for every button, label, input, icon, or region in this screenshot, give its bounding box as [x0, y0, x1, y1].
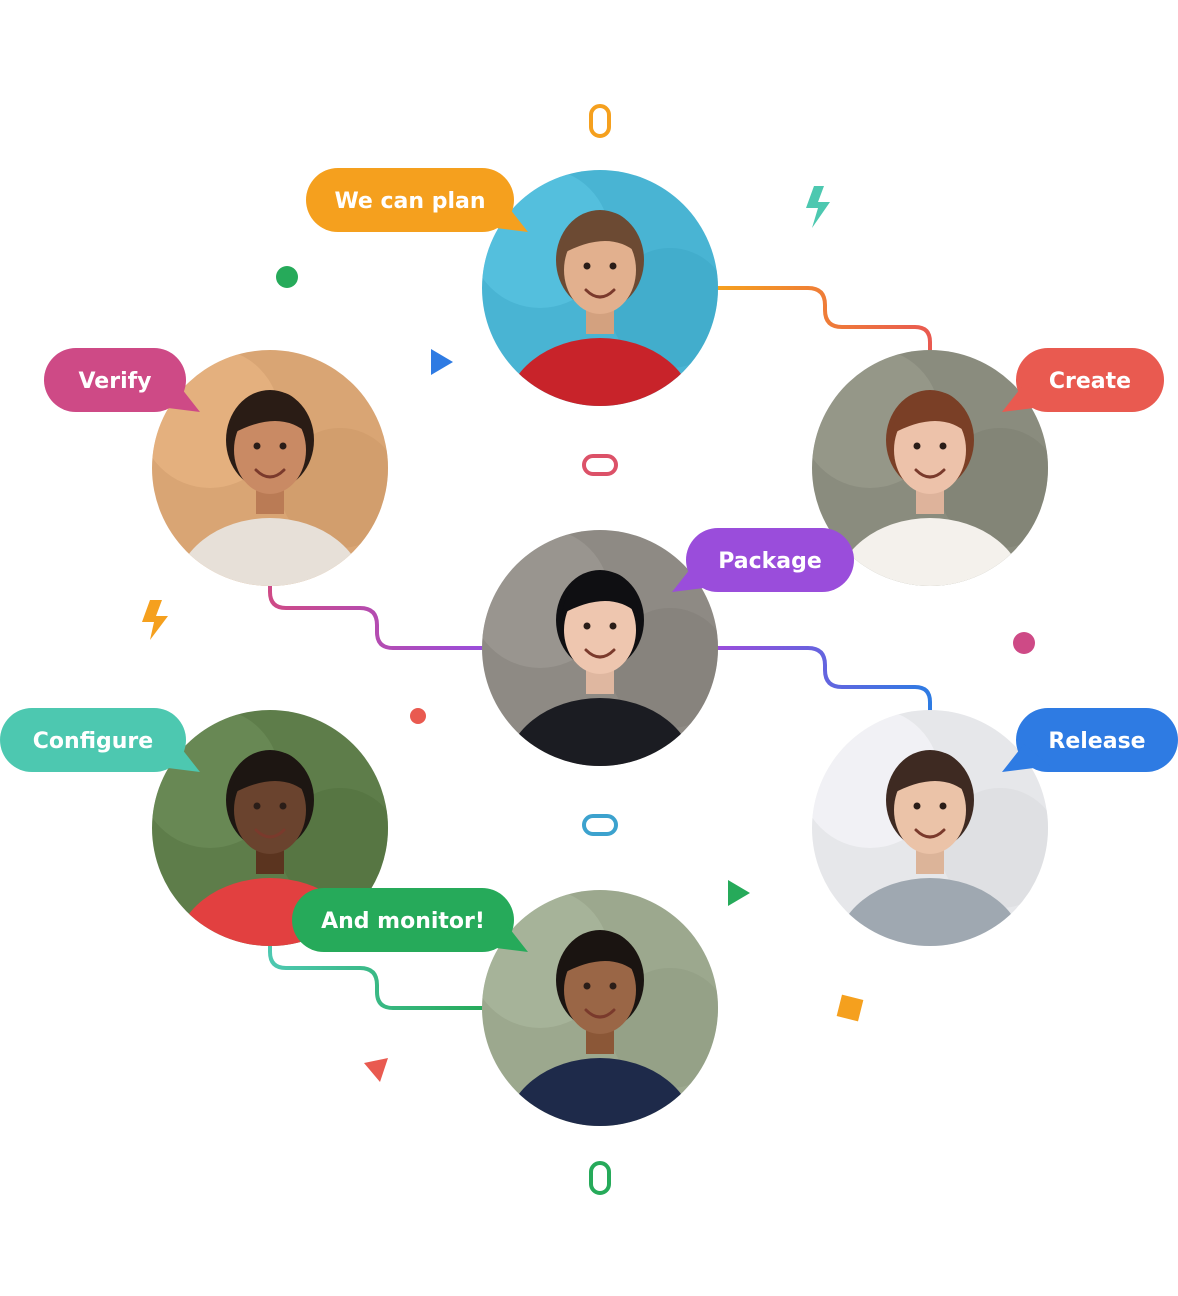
person-smile [584, 648, 616, 659]
person-eye [253, 802, 261, 810]
link-connector-icon [589, 1161, 611, 1195]
triangle-icon [728, 880, 750, 906]
bubble-label-monitor: And monitor! [321, 909, 485, 934]
link-connector-icon [582, 814, 618, 836]
lightning-icon [142, 600, 168, 640]
person-eye [279, 442, 287, 450]
person-eye [253, 442, 261, 450]
bubble-body [306, 168, 514, 232]
bubble-tail [152, 384, 200, 412]
bubble-tail [152, 744, 200, 772]
person-eye [609, 622, 617, 630]
dot-icon [410, 708, 426, 724]
person-hair-top [232, 391, 308, 434]
person-hair-top [892, 391, 968, 434]
bubble-label-verify: Verify [78, 369, 151, 394]
person-face [234, 766, 306, 854]
person-face [564, 226, 636, 314]
bubble-label-plan: We can plan [334, 189, 485, 214]
line-package-release [716, 646, 932, 714]
speech-bubble-release: Release [1002, 708, 1178, 772]
person-eye [939, 442, 947, 450]
bubble-tail [1002, 744, 1050, 772]
person-shirt [175, 518, 365, 586]
person-eye [609, 982, 617, 990]
line-plan-create [716, 286, 932, 354]
bubble-label-release: Release [1048, 729, 1145, 754]
person-face [894, 766, 966, 854]
bubble-tail [480, 204, 528, 232]
decorations [142, 186, 1035, 1082]
bubble-label-configure: Configure [33, 729, 153, 754]
person-hair-top [562, 931, 638, 974]
speech-bubble-plan: We can plan [306, 168, 528, 232]
bubble-tail [1002, 384, 1050, 412]
bubble-body [686, 528, 854, 592]
person-eye [279, 802, 287, 810]
person-smile [254, 468, 286, 479]
line-verify-package [268, 583, 484, 650]
person-smile [584, 1008, 616, 1019]
link-connector-icon [582, 454, 618, 476]
people-avatars [152, 170, 1048, 1126]
person-shirt [505, 698, 695, 766]
dot-icon [276, 266, 298, 288]
person-shirt [505, 338, 695, 406]
bubble-label-package: Package [718, 549, 822, 574]
dot-icon [1013, 632, 1035, 654]
person-eye [913, 802, 921, 810]
person-shirt [835, 878, 1025, 946]
person-eye [609, 262, 617, 270]
bubble-body [44, 348, 186, 412]
person-smile [584, 288, 616, 299]
avatar-monitor [482, 890, 718, 1126]
person-face [564, 946, 636, 1034]
speech-bubble-create: Create [1002, 348, 1164, 412]
speech-bubble-verify: Verify [44, 348, 200, 412]
person-shirt [835, 518, 1025, 586]
person-eye [583, 982, 591, 990]
avatar-verify [152, 350, 388, 586]
person-face [894, 406, 966, 494]
person-shirt [505, 1058, 695, 1126]
line-configure-monitor [268, 943, 484, 1010]
person-hair-top [562, 211, 638, 254]
person-hair-top [232, 751, 308, 794]
connector-capsules [582, 104, 618, 1195]
person-smile [254, 828, 286, 839]
person-eye [583, 622, 591, 630]
link-connector-icon [589, 104, 611, 138]
person-smile [914, 828, 946, 839]
person-smile [914, 468, 946, 479]
bubble-tail [672, 564, 720, 592]
triangle-icon [364, 1058, 388, 1082]
person-eye [583, 262, 591, 270]
bubble-body [292, 888, 514, 952]
triangle-icon [431, 349, 453, 375]
speech-bubble-package: Package [672, 528, 854, 592]
lightning-icon [806, 186, 830, 228]
bubble-tail [480, 924, 528, 952]
person-hair-top [562, 571, 638, 614]
person-face [564, 586, 636, 674]
person-hair-top [892, 751, 968, 794]
person-face [234, 406, 306, 494]
speech-bubble-monitor: And monitor! [292, 888, 528, 952]
person-eye [939, 802, 947, 810]
bubble-body [1016, 348, 1164, 412]
bubble-label-create: Create [1049, 369, 1131, 394]
person-eye [913, 442, 921, 450]
bubble-body [0, 708, 186, 772]
speech-bubble-configure: Configure [0, 708, 200, 772]
square-icon [836, 994, 864, 1022]
bubble-body [1016, 708, 1178, 772]
